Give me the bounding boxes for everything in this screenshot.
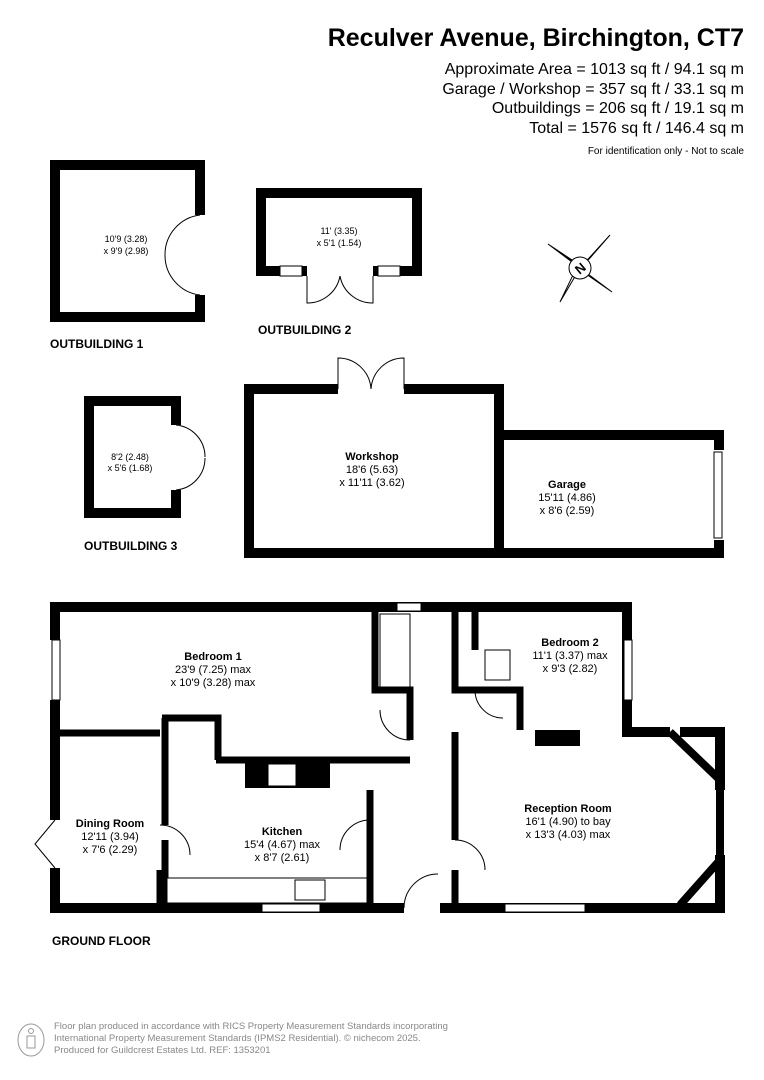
footer-line-3: Produced for Guildcrest Estates Ltd. REF… (54, 1045, 271, 1056)
area-approximate: Approximate Area = 1013 sq ft / 94.1 sq … (444, 61, 744, 78)
reception-room-dim2: x 13'3 (4.03) max (526, 829, 611, 841)
footer-line-1: Floor plan produced in accordance with R… (54, 1021, 448, 1032)
dining-room-dim1: 12'11 (3.94) (81, 831, 139, 843)
area-summary: Approximate Area = 1013 sq ft / 94.1 sq … (442, 60, 744, 162)
workshop-dim2: x 11'11 (3.62) (339, 477, 404, 489)
area-total: Total = 1576 sq ft / 146.4 sq m (529, 119, 744, 137)
outbuilding-1: 10'9 (3.28) x 9'9 (2.98) OUTBUILDING 1 (50, 160, 205, 351)
outbuilding-1-dim1: 10'9 (3.28) (105, 234, 148, 244)
kitchen-dim1: 15'4 (4.67) max (244, 839, 321, 851)
reception-room-dim1: 16'1 (4.90) to bay (525, 816, 611, 828)
bedroom-2-dim2: x 9'3 (2.82) (543, 663, 598, 675)
workshop-name: Workshop (345, 451, 399, 463)
ground-floor-caption: GROUND FLOOR (52, 934, 151, 948)
person-icon (17, 1023, 45, 1057)
bedroom-2-name: Bedroom 2 (541, 637, 598, 649)
scale-note: For identification only - Not to scale (587, 146, 744, 157)
dining-room-name: Dining Room (76, 818, 145, 830)
outbuilding-2: 11' (3.35) x 5'1 (1.54) OUTBUILDING 2 (256, 188, 422, 337)
garage-name: Garage (548, 479, 586, 491)
outbuilding-2-dim1: 11' (3.35) (320, 226, 357, 236)
ground-floor: Bedroom 1 23'9 (7.25) max x 10'9 (3.28) … (34, 602, 725, 948)
workshop: Workshop 18'6 (5.63) x 11'11 (3.62) (244, 357, 504, 558)
outbuilding-3-dim1: 8'2 (2.48) (111, 452, 149, 462)
compass-icon: N (547, 234, 613, 303)
garage-dim1: 15'11 (4.86) (538, 492, 596, 504)
area-outbuildings: Outbuildings = 206 sq ft / 19.1 sq m (491, 100, 744, 117)
bedroom-1-name: Bedroom 1 (184, 651, 241, 663)
outbuilding-3-caption: OUTBUILDING 3 (84, 539, 178, 553)
outbuilding-3: 8'2 (2.48) x 5'6 (1.68) OUTBUILDING 3 (84, 396, 206, 553)
outbuilding-3-dim2: x 5'6 (1.68) (108, 463, 153, 473)
outbuilding-2-caption: OUTBUILDING 2 (258, 323, 352, 337)
garage-dim2: x 8'6 (2.59) (540, 505, 595, 517)
workshop-dim1: 18'6 (5.63) (346, 464, 398, 476)
outbuilding-1-dim2: x 9'9 (2.98) (104, 246, 149, 256)
kitchen-dim2: x 8'7 (2.61) (255, 852, 310, 864)
garage: Garage 15'11 (4.86) x 8'6 (2.59) (499, 430, 724, 558)
property-title: Reculver Avenue, Birchington, CT7 (327, 24, 744, 52)
bedroom-1-dim1: 23'9 (7.25) max (175, 664, 252, 676)
footer-line-2: International Property Measurement Stand… (54, 1033, 421, 1044)
kitchen-name: Kitchen (262, 826, 303, 838)
reception-room-name: Reception Room (524, 803, 612, 815)
bedroom-2-dim1: 11'1 (3.37) max (532, 650, 608, 662)
footer-disclaimer: Floor plan produced in accordance with R… (54, 1021, 448, 1057)
area-garage-workshop: Garage / Workshop = 357 sq ft / 33.1 sq … (442, 80, 744, 98)
bedroom-1-dim2: x 10'9 (3.28) max (171, 677, 256, 689)
outbuilding-1-caption: OUTBUILDING 1 (50, 337, 144, 351)
outbuilding-2-dim2: x 5'1 (1.54) (317, 238, 362, 248)
dining-room-dim2: x 7'6 (2.29) (83, 844, 138, 856)
